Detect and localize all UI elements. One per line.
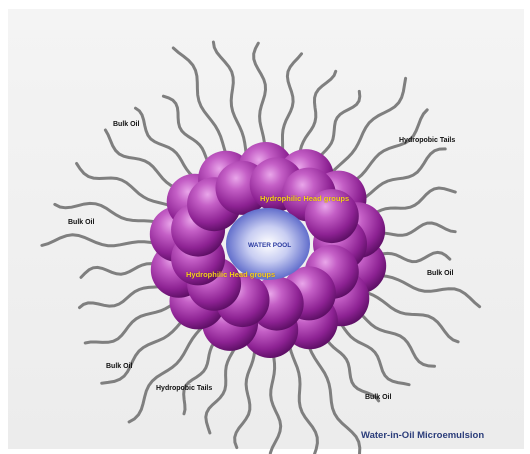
diagram-caption: Water-in-Oil Microemulsion	[361, 430, 484, 441]
hydrophobic-tails-label-top: Hydropobic Tails	[399, 137, 455, 144]
head-groups-label-top: Hydrophilic Head groups	[260, 194, 349, 203]
bulk-oil-label-left: Bulk Oil	[68, 219, 94, 226]
bulk-oil-label-bottom-right: Bulk Oil	[365, 394, 391, 401]
bulk-oil-label-bottom-left: Bulk Oil	[106, 363, 132, 370]
bulk-oil-label-top: Bulk Oil	[113, 121, 139, 128]
bulk-oil-label-right: Bulk Oil	[427, 270, 453, 277]
hydrophobic-tail	[213, 42, 249, 170]
head-groups-label-bottom: Hydrophilic Head groups	[186, 270, 275, 279]
water-pool-label: WATER POOL	[248, 242, 291, 249]
hydrophobic-tail	[129, 313, 215, 422]
hydrophobic-tails-label-bottom: Hydropobic Tails	[156, 385, 212, 392]
